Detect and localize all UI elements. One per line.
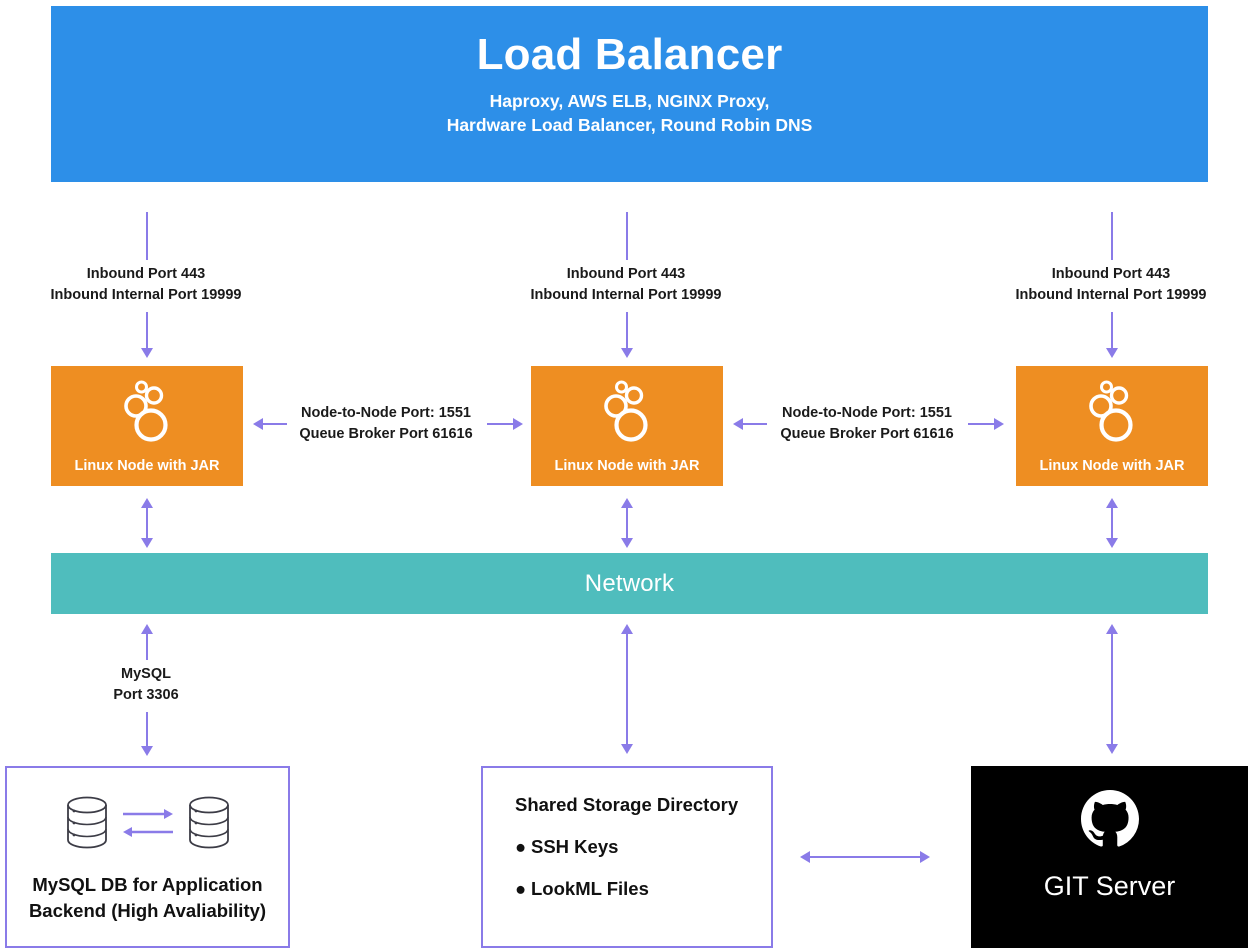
node1-node2-line-left [263,423,287,425]
network-label: Network [584,569,675,597]
linux-node-1-label: Linux Node with JAR [74,458,220,474]
arrow-right-icon [122,809,173,819]
lb-to-node1-arrowhead-icon [141,348,153,358]
inbound-label-node1: Inbound Port 443 Inbound Internal Port 1… [16,264,276,306]
database-cylinder-icon [63,794,111,857]
node1-node2-label-line2: Queue Broker Port 61616 [299,426,473,443]
storage-git-arrowhead-right-icon [920,851,930,863]
linux-node-3[interactable]: Linux Node with JAR [1016,366,1208,486]
shared-storage-item-lookml-files: ● LookML Files [515,878,771,900]
network-db-line-lower [146,712,148,748]
node3-network-arrowhead-down-icon [1106,538,1118,548]
git-server-box[interactable]: GIT Server [971,766,1248,948]
node2-network-arrowhead-down-icon [621,538,633,548]
node2-node3-arrowhead-left-icon [733,418,743,430]
node2-node3-label-line2: Queue Broker Port 61616 [780,426,954,443]
shared-storage-box[interactable]: Shared Storage Directory ● SSH Keys ● Lo… [481,766,773,948]
inbound-label-node3-line2: Inbound Internal Port 19999 [1015,287,1207,304]
shared-storage-title: Shared Storage Directory [515,794,739,815]
inbound-label-node1-line2: Inbound Internal Port 19999 [50,287,242,304]
network-git-arrowhead-up-icon [1106,624,1118,634]
node2-node3-label: Node-to-Node Port: 1551 Queue Broker Por… [768,403,966,445]
network-git-line [1111,632,1113,746]
mysql-port-label-line1: MySQL [121,666,171,682]
network-db-line-upper [146,632,148,660]
node1-network-line [146,506,148,540]
load-balancer-subtitle: Haproxy, AWS ELB, NGINX Proxy, Hardware … [447,90,813,137]
inbound-label-node2: Inbound Port 443 Inbound Internal Port 1… [496,264,756,306]
shared-storage-item-ssh-keys: ● SSH Keys [515,836,771,858]
node1-network-arrowhead-down-icon [141,538,153,548]
storage-git-arrowhead-left-icon [800,851,810,863]
shared-storage-item-ssh-keys-label: SSH Keys [531,836,619,857]
node1-node2-arrowhead-left-icon [253,418,263,430]
node1-node2-line-right [487,423,513,425]
mysql-database-caption-line1: MySQL DB for Application [32,874,263,895]
node1-node2-label: Node-to-Node Port: 1551 Queue Broker Por… [287,403,485,445]
linux-node-2-label: Linux Node with JAR [554,458,700,474]
load-balancer-subtitle-line2: Hardware Load Balancer, Round Robin DNS [446,114,813,135]
node3-network-line [1111,506,1113,540]
looker-logo-icon [1085,378,1139,455]
inbound-label-node3: Inbound Port 443 Inbound Internal Port 1… [981,264,1241,306]
inbound-label-node2-line2: Inbound Internal Port 19999 [530,287,722,304]
network-storage-arrowhead-up-icon [621,624,633,634]
database-replication-arrows [119,799,177,852]
node3-network-arrowhead-up-icon [1106,498,1118,508]
lb-to-node3-arrowhead-icon [1106,348,1118,358]
node1-node2-arrowhead-right-icon [513,418,523,430]
node2-node3-line-right [968,423,994,425]
bullet-icon: ● [515,878,527,899]
database-cylinder-icon [185,794,233,857]
shared-storage-list: ● SSH Keys ● LookML Files [515,836,771,900]
github-octocat-icon [1080,790,1139,853]
bullet-icon: ● [515,836,527,857]
database-replication-group [7,794,288,857]
inbound-label-node3-line1: Inbound Port 443 [1051,266,1171,282]
lb-to-node1-line-lower [146,312,148,350]
looker-logo-icon [600,378,654,455]
mysql-port-label-line2: Port 3306 [113,687,179,704]
lb-to-node3-line-lower [1111,312,1113,350]
network-storage-arrowhead-down-icon [621,744,633,754]
load-balancer-subtitle-line1: Haproxy, AWS ELB, NGINX Proxy, [489,91,770,112]
lb-to-node1-line-upper [146,212,148,260]
node2-node3-line-left [743,423,767,425]
node2-network-arrowhead-up-icon [621,498,633,508]
node2-network-line [626,506,628,540]
lb-to-node3-line-upper [1111,212,1113,260]
node2-node3-arrowhead-right-icon [994,418,1004,430]
network-db-arrowhead-up-icon [141,624,153,634]
node1-node2-label-line1: Node-to-Node Port: 1551 [301,405,471,421]
network-git-arrowhead-down-icon [1106,744,1118,754]
lb-to-node2-arrowhead-icon [621,348,633,358]
linux-node-1[interactable]: Linux Node with JAR [51,366,243,486]
load-balancer-banner: Load Balancer Haproxy, AWS ELB, NGINX Pr… [51,6,1208,182]
git-server-label: GIT Server [1043,871,1176,901]
mysql-database-caption-line2: Backend (High Avaliability) [28,899,267,921]
load-balancer-title: Load Balancer [476,30,783,79]
arrow-left-icon [122,827,173,837]
network-storage-line [626,632,628,746]
mysql-database-box[interactable]: MySQL DB for Application Backend (High A… [5,766,290,948]
inbound-label-node1-line1: Inbound Port 443 [86,266,206,282]
linux-node-3-label: Linux Node with JAR [1039,458,1185,474]
mysql-database-caption: MySQL DB for Application Backend (High A… [7,872,288,923]
network-bar: Network [51,553,1208,614]
lb-to-node2-line-lower [626,312,628,350]
linux-node-2[interactable]: Linux Node with JAR [531,366,723,486]
node1-network-arrowhead-up-icon [141,498,153,508]
shared-storage-item-lookml-files-label: LookML Files [531,878,649,899]
inbound-label-node2-line1: Inbound Port 443 [566,266,686,282]
looker-logo-icon [120,378,174,455]
lb-to-node2-line-upper [626,212,628,260]
network-db-arrowhead-down-icon [141,746,153,756]
storage-git-line [810,856,920,858]
node2-node3-label-line1: Node-to-Node Port: 1551 [782,405,952,421]
mysql-port-label: MySQL Port 3306 [46,664,246,706]
